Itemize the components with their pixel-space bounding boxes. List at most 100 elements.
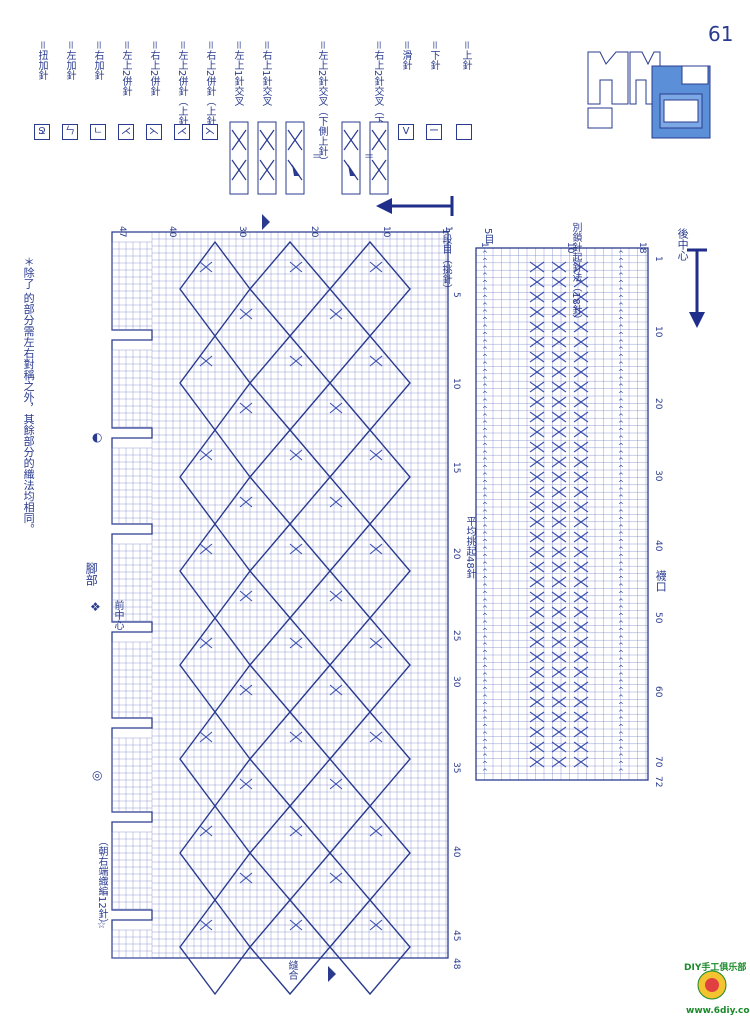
svg-text:^: ^ xyxy=(482,761,488,769)
svg-text:^: ^ xyxy=(618,294,624,302)
svg-text:^: ^ xyxy=(482,701,488,709)
svg-text:^: ^ xyxy=(482,664,488,672)
svg-text:^: ^ xyxy=(618,339,624,347)
svg-text:^: ^ xyxy=(482,642,488,650)
svg-text:^: ^ xyxy=(618,642,624,650)
svg-text:^: ^ xyxy=(482,709,488,717)
svg-text:^: ^ xyxy=(618,502,624,510)
svg-text:^: ^ xyxy=(482,605,488,613)
svg-text:^: ^ xyxy=(618,694,624,702)
svg-text:^: ^ xyxy=(482,324,488,332)
legend-label-8: ＝左上1針交叉 xyxy=(232,40,243,107)
legend-label-14: ＝上針 xyxy=(460,40,471,70)
star-marker: ☆ xyxy=(96,920,107,931)
pick-up-label: 平均挑起48針 xyxy=(464,516,475,579)
svg-text:^: ^ xyxy=(482,479,488,487)
svg-text:^: ^ xyxy=(618,472,624,480)
svg-text:^: ^ xyxy=(618,753,624,761)
svg-text:^: ^ xyxy=(482,391,488,399)
cross-marks xyxy=(199,261,383,931)
svg-text:^: ^ xyxy=(618,635,624,643)
svg-text:^: ^ xyxy=(618,509,624,517)
svg-text:^: ^ xyxy=(482,250,488,258)
svg-text:^: ^ xyxy=(618,324,624,332)
cuff-row-number: 40 xyxy=(653,540,663,552)
cuff-row-number: 20 xyxy=(653,398,663,410)
svg-text:^: ^ xyxy=(482,280,488,288)
svg-text:^: ^ xyxy=(482,361,488,369)
svg-text:^: ^ xyxy=(618,687,624,695)
svg-text:^: ^ xyxy=(618,479,624,487)
svg-text:^: ^ xyxy=(482,450,488,458)
end-seam-label: 縫合 xyxy=(286,960,297,980)
main-row-number: 10 xyxy=(451,378,461,390)
svg-text:^: ^ xyxy=(618,679,624,687)
svg-text:^: ^ xyxy=(618,383,624,391)
svg-text:^: ^ xyxy=(618,590,624,598)
left-arrow xyxy=(376,196,454,216)
svg-text:^: ^ xyxy=(482,576,488,584)
svg-text:^: ^ xyxy=(482,753,488,761)
cuff-col-number: 10 xyxy=(565,242,575,254)
legend-equals-2: ＝ xyxy=(364,152,374,163)
svg-text:^: ^ xyxy=(482,487,488,495)
svg-text:^: ^ xyxy=(482,398,488,406)
svg-text:^: ^ xyxy=(482,317,488,325)
diamond-marker: ❖ xyxy=(90,600,101,614)
svg-text:^: ^ xyxy=(618,257,624,265)
svg-text:^: ^ xyxy=(618,287,624,295)
left-tabs xyxy=(111,241,152,959)
main-col-number: 47 xyxy=(117,226,127,237)
svg-text:^: ^ xyxy=(618,761,624,769)
svg-text:^: ^ xyxy=(618,598,624,606)
page-number: 61 xyxy=(708,22,734,46)
svg-text:^: ^ xyxy=(482,376,488,384)
legend-equals-1: ＝ xyxy=(312,152,322,163)
circle-marker: ◎ xyxy=(92,768,103,782)
svg-text:^: ^ xyxy=(482,265,488,273)
svg-text:^: ^ xyxy=(618,576,624,584)
svg-text:^: ^ xyxy=(482,413,488,421)
svg-text:^: ^ xyxy=(618,346,624,354)
bottom-triangle-marker xyxy=(328,966,336,982)
general-note: ＊除了 的部分需左右對稱之外，其餘部分的織法均相同。 xyxy=(22,256,36,535)
svg-text:^: ^ xyxy=(482,561,488,569)
svg-text:^: ^ xyxy=(482,309,488,317)
back-center-label: 後中心 xyxy=(676,228,690,261)
svg-text:^: ^ xyxy=(482,494,488,502)
svg-text:^: ^ xyxy=(618,568,624,576)
cuff-row-number: 1 xyxy=(653,256,663,262)
svg-text:^: ^ xyxy=(618,546,624,554)
legend-symbol-5: ⋋ xyxy=(146,124,162,140)
legend-label-9: ＝右上1針交叉 xyxy=(260,40,271,107)
svg-text:^: ^ xyxy=(618,465,624,473)
svg-text:^: ^ xyxy=(618,435,624,443)
svg-text:^: ^ xyxy=(618,302,624,310)
svg-text:^: ^ xyxy=(618,746,624,754)
svg-text:^: ^ xyxy=(618,553,624,561)
svg-text:^: ^ xyxy=(618,487,624,495)
legend-symbol-7: ⋋ xyxy=(202,124,218,140)
main-col-number: 10 xyxy=(381,226,391,238)
svg-text:^: ^ xyxy=(482,368,488,376)
svg-text:^: ^ xyxy=(618,457,624,465)
svg-text:^: ^ xyxy=(482,672,488,680)
svg-text:^: ^ xyxy=(618,768,624,776)
svg-text:^: ^ xyxy=(482,287,488,295)
legend-label-10: ＝左上2針交叉（下側上針） xyxy=(316,40,327,167)
svg-text:^: ^ xyxy=(618,250,624,258)
svg-text:^: ^ xyxy=(482,405,488,413)
svg-text:^: ^ xyxy=(482,294,488,302)
svg-text:^: ^ xyxy=(482,687,488,695)
legend-symbol-6: ⋌ xyxy=(174,124,190,140)
svg-text:^: ^ xyxy=(618,398,624,406)
legend-label-7: ＝右上2併針（上針） xyxy=(204,40,215,137)
down-arrow xyxy=(687,248,707,328)
svg-text:^: ^ xyxy=(482,302,488,310)
top-triangle-marker xyxy=(262,214,270,230)
svg-text:^: ^ xyxy=(482,509,488,517)
svg-text:^: ^ xyxy=(618,413,624,421)
